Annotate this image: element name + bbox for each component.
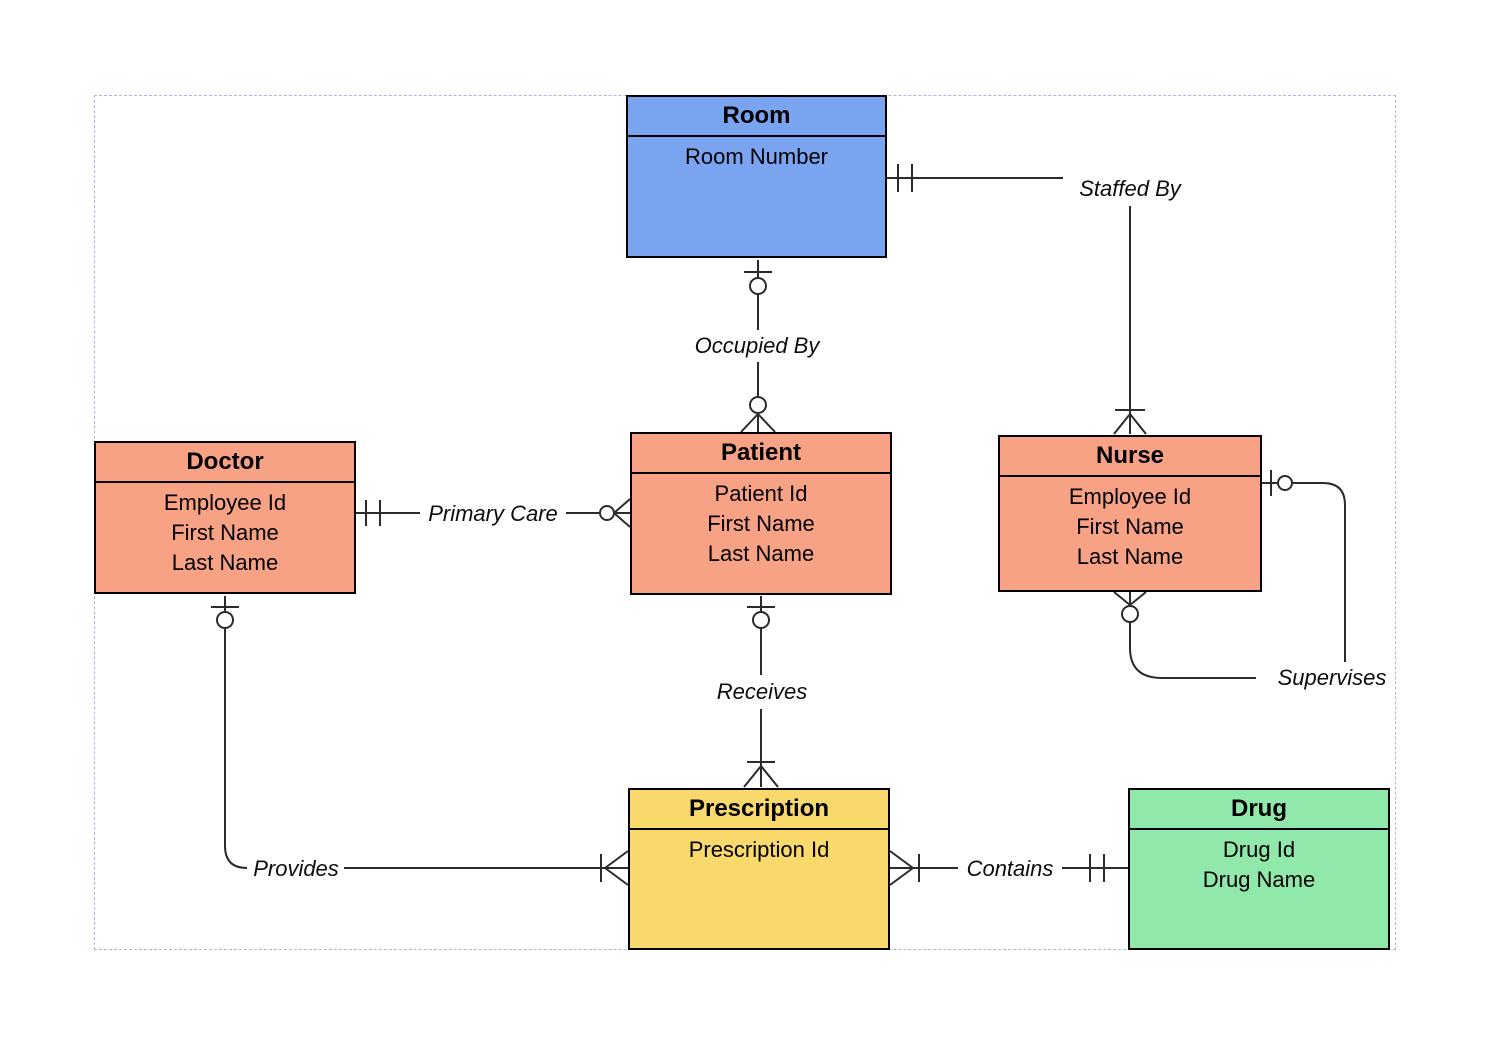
one-or-many-icon bbox=[600, 850, 629, 886]
entity-room-title: Room bbox=[628, 97, 885, 137]
entity-doctor-title: Doctor bbox=[96, 443, 354, 483]
entity-room[interactable]: Room Room Number bbox=[626, 95, 887, 258]
relationship-label-primary-care[interactable]: Primary Care bbox=[428, 501, 558, 526]
attribute-row: First Name bbox=[1076, 514, 1184, 539]
relationship-label-receives[interactable]: Receives bbox=[716, 679, 808, 704]
relationship-label-supervises[interactable]: Supervises bbox=[1277, 665, 1387, 690]
entity-drug-attributes: Drug Id Drug Name bbox=[1130, 830, 1388, 895]
zero-or-many-icon bbox=[613, 498, 631, 528]
connector-contains[interactable] bbox=[889, 850, 1128, 886]
one-and-only-one-icon bbox=[365, 500, 381, 526]
entity-nurse-title: Nurse bbox=[1000, 437, 1260, 477]
one-and-only-one-icon bbox=[1089, 854, 1105, 882]
attribute-row: Last Name bbox=[1076, 544, 1184, 569]
entity-patient-title: Patient bbox=[632, 434, 890, 474]
attribute-row: Last Name bbox=[171, 550, 279, 575]
attribute-row: Room Number bbox=[684, 144, 829, 169]
entity-nurse[interactable]: Nurse Employee Id First Name Last Name bbox=[998, 435, 1262, 592]
connector-occupied-by[interactable] bbox=[740, 260, 776, 433]
zero-or-many-icon bbox=[1113, 591, 1147, 606]
relationship-label-staffed-by[interactable]: Staffed By bbox=[1079, 176, 1181, 201]
entity-room-attributes: Room Number bbox=[628, 137, 885, 172]
connector-receives[interactable] bbox=[743, 596, 779, 788]
attribute-row: Employee Id bbox=[1068, 484, 1192, 509]
entity-patient[interactable]: Patient Patient Id First Name Last Name bbox=[630, 432, 892, 595]
entity-doctor-attributes: Employee Id First Name Last Name bbox=[96, 483, 354, 578]
relationship-label-provides[interactable]: Provides bbox=[253, 856, 339, 881]
one-and-only-one-icon bbox=[897, 164, 913, 192]
attribute-row: Prescription Id bbox=[688, 837, 830, 862]
attribute-row: Drug Id bbox=[1222, 837, 1296, 862]
attribute-row: Drug Name bbox=[1202, 867, 1316, 892]
one-or-many-icon bbox=[889, 850, 920, 886]
entity-prescription[interactable]: Prescription Prescription Id bbox=[628, 788, 890, 950]
one-or-many-icon bbox=[743, 761, 779, 788]
attribute-row: Patient Id bbox=[714, 481, 808, 506]
entity-drug-title: Drug bbox=[1130, 790, 1388, 830]
relationship-label-contains[interactable]: Contains bbox=[966, 856, 1054, 881]
attribute-row: Last Name bbox=[707, 541, 815, 566]
relationship-label-occupied-by[interactable]: Occupied By bbox=[694, 333, 820, 358]
entity-nurse-attributes: Employee Id First Name Last Name bbox=[1000, 477, 1260, 572]
zero-or-many-icon bbox=[740, 413, 776, 433]
attribute-row: Employee Id bbox=[163, 490, 287, 515]
entity-prescription-attributes: Prescription Id bbox=[630, 830, 888, 865]
attribute-row: First Name bbox=[707, 511, 815, 536]
entity-prescription-title: Prescription bbox=[630, 790, 888, 830]
connector-primary-care[interactable] bbox=[356, 498, 631, 528]
entity-doctor[interactable]: Doctor Employee Id First Name Last Name bbox=[94, 441, 356, 594]
entity-patient-attributes: Patient Id First Name Last Name bbox=[632, 474, 890, 569]
connector-provides[interactable] bbox=[211, 596, 629, 886]
attribute-row: First Name bbox=[171, 520, 279, 545]
connector-staffed-by[interactable] bbox=[887, 164, 1147, 435]
one-or-many-icon bbox=[1113, 409, 1147, 435]
entity-drug[interactable]: Drug Drug Id Drug Name bbox=[1128, 788, 1390, 950]
connector-supervises[interactable] bbox=[1113, 470, 1346, 679]
